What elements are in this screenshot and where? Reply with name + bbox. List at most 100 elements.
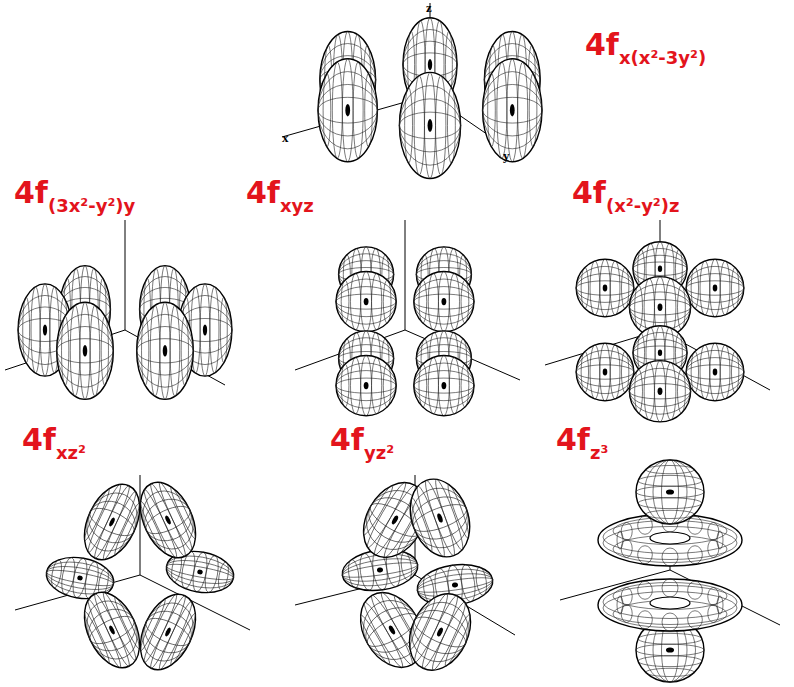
lobe-outline <box>73 584 150 677</box>
lobe-mesh <box>424 72 435 178</box>
torus-mesh <box>603 527 737 560</box>
lobe-mesh <box>365 73 373 147</box>
lobe-pole <box>666 647 674 652</box>
lobe-mesh <box>432 478 467 552</box>
lobe-mesh <box>410 611 469 653</box>
lobe-mesh <box>590 261 600 315</box>
axis-label: z <box>426 0 432 16</box>
lobe-mesh <box>633 262 687 276</box>
orbital-lobe <box>137 302 194 399</box>
lobe-mesh <box>82 610 112 664</box>
axis-lines <box>295 220 520 380</box>
lobe-mesh <box>590 345 600 399</box>
orbital-label: 4f(x²-y²)z <box>572 178 679 208</box>
torus-mesh <box>708 540 719 558</box>
lobe-pole <box>658 350 662 356</box>
lobe-mesh <box>638 633 702 644</box>
lobe-mesh <box>168 486 198 540</box>
torus-mesh <box>708 588 719 606</box>
lobe-mesh <box>181 316 188 385</box>
lobe-mesh <box>351 273 361 329</box>
lobe-mesh <box>419 280 427 323</box>
orbital-lobe <box>399 72 460 178</box>
lobe-pole <box>163 345 168 357</box>
orbital-lobe <box>73 476 150 569</box>
lobe-mesh <box>483 72 542 149</box>
torus-mesh <box>662 579 678 597</box>
orbital-lobe <box>636 460 704 524</box>
lobe-mesh <box>405 88 413 164</box>
lobe-mesh <box>50 559 64 589</box>
lobe-mesh <box>449 273 459 329</box>
lobe-mesh <box>361 356 372 416</box>
torus-mesh <box>617 596 623 614</box>
lobe-mesh <box>86 611 138 649</box>
lobe-mesh <box>166 561 235 583</box>
lobe-mesh <box>336 294 396 309</box>
lobe-pole <box>108 625 116 635</box>
lobe-mesh <box>475 566 489 596</box>
torus-mesh <box>688 581 703 599</box>
z-axis <box>140 475 141 575</box>
lobe-mesh <box>342 59 353 162</box>
lobe-mesh <box>336 287 396 317</box>
lobe-mesh <box>629 368 690 414</box>
lobe-mesh <box>635 369 643 413</box>
lobe-mesh <box>372 357 382 413</box>
lobe-outline <box>483 59 542 162</box>
lobe-mesh <box>408 497 434 553</box>
lobe-mesh <box>137 339 194 363</box>
lobe-outline <box>398 584 483 680</box>
lobe-mesh <box>411 592 451 664</box>
axis-label: y <box>503 148 510 164</box>
orbital-label: 4f(3x²-y²)y <box>14 178 135 208</box>
lobe-mesh <box>442 613 473 668</box>
lobe-pole <box>391 515 400 526</box>
lobe-mesh <box>429 600 469 672</box>
lobe-mesh <box>686 350 744 393</box>
lobe-mesh <box>46 567 115 589</box>
lobe-mesh <box>581 351 588 392</box>
orbital-lobe <box>336 356 396 416</box>
lobe-pole <box>510 104 515 116</box>
lobe-mesh <box>78 485 147 560</box>
lobe-mesh <box>677 369 685 413</box>
orbital-subscript: (x²-y²)z <box>606 195 680 216</box>
torus-hole <box>650 532 690 544</box>
orbital-lobe <box>398 584 483 680</box>
lobe-mesh <box>576 266 634 309</box>
orbital-lobe <box>73 584 150 677</box>
lobe-mesh <box>710 343 720 401</box>
lobe-pole <box>441 298 446 305</box>
lobe-mesh <box>419 364 427 407</box>
lobe-mesh <box>407 490 473 547</box>
torus-mesh <box>662 548 678 566</box>
lobe-pole <box>83 345 88 357</box>
lobe-mesh <box>400 551 414 581</box>
orbital-lobe <box>414 272 474 332</box>
lobe-mesh <box>86 503 138 541</box>
lobe-mesh <box>629 284 690 330</box>
lobe-outline <box>414 272 474 332</box>
torus-lobe <box>598 579 742 631</box>
lobe-mesh <box>646 465 695 473</box>
lobe-mesh <box>691 351 698 392</box>
lobe-mesh <box>645 460 696 524</box>
lobe-pole <box>345 104 350 116</box>
lobe-outline <box>576 343 634 401</box>
orbital-name: 4f <box>246 175 280 210</box>
lobe-mesh <box>710 259 720 317</box>
lobe-mesh <box>402 593 478 671</box>
lobe-outline <box>137 302 194 399</box>
lobe-mesh <box>653 460 687 524</box>
lobe-mesh <box>142 501 194 539</box>
lobe-mesh <box>422 479 459 558</box>
torus-mesh <box>638 581 653 599</box>
lobe-mesh <box>165 556 235 588</box>
lobe-mesh <box>203 555 221 594</box>
lobe-mesh <box>638 475 702 486</box>
torus-mesh <box>717 596 723 614</box>
lobe-mesh <box>731 267 738 308</box>
orbital-name: 4f <box>330 422 364 457</box>
torus-mesh <box>708 605 719 623</box>
